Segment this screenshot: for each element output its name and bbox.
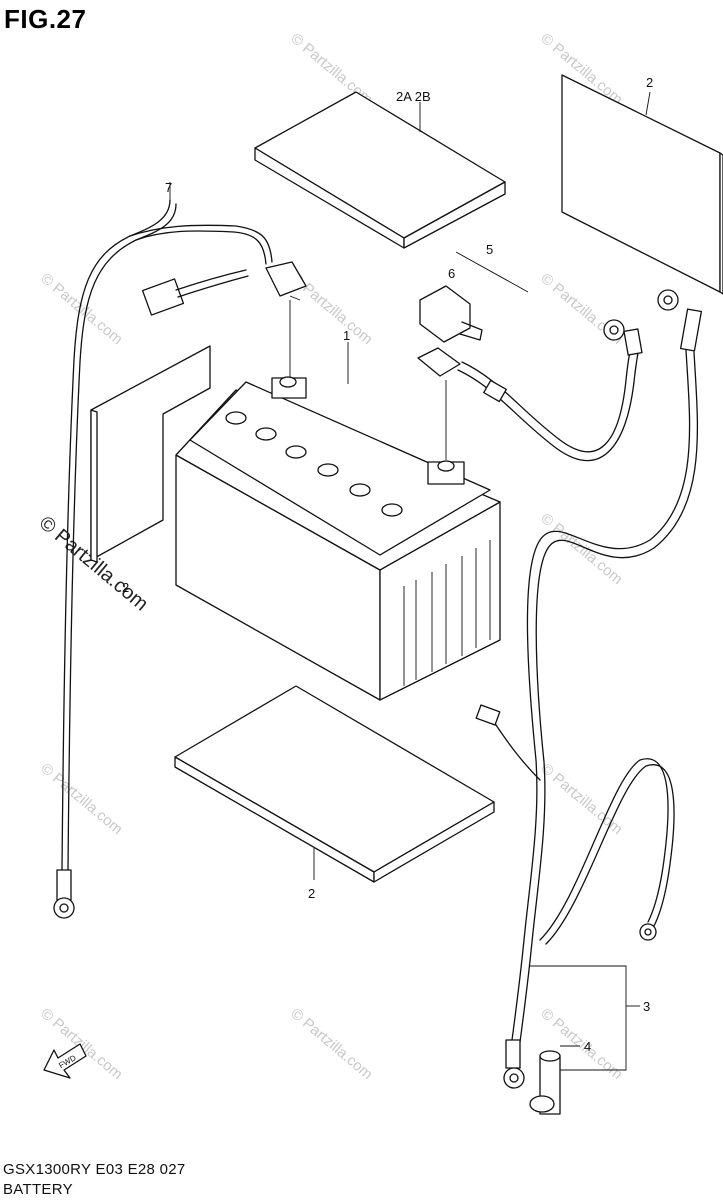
label-part-2-left: 2	[122, 580, 129, 595]
footer: GSX1300RY E03 E28 027 BATTERY	[3, 1160, 186, 1200]
pad-2-top-right	[561, 74, 723, 295]
label-part-5: 5	[486, 242, 493, 257]
pad-2-left	[90, 345, 211, 563]
label-part-1: 1	[343, 328, 350, 343]
forward-arrow-icon: FWD	[43, 1043, 87, 1079]
watermark: © Partzilla.com	[537, 510, 625, 588]
label-part-3: 3	[643, 999, 650, 1014]
watermark: © Partzilla.com	[287, 1005, 375, 1083]
figure-title: FIG.27	[4, 4, 87, 34]
pad-2a-2b	[254, 91, 506, 249]
model-line: GSX1300RY E03 E28 027	[3, 1161, 186, 1178]
battery	[175, 300, 501, 701]
pad-2-bottom	[174, 685, 495, 883]
label-part-2-top: 2	[646, 75, 653, 90]
label-part-2a-2b: 2A 2B	[396, 89, 431, 104]
watermark: © Partzilla.com	[537, 760, 625, 838]
cable-part-5	[417, 251, 643, 461]
section-name: BATTERY	[3, 1181, 73, 1198]
cable-part-7	[53, 182, 307, 919]
label-part-4: 4	[584, 1039, 591, 1054]
cable-part-3	[475, 289, 703, 1115]
label-part-7: 7	[165, 180, 172, 195]
label-part-2-bottom: 2	[308, 886, 315, 901]
label-part-6: 6	[448, 266, 455, 281]
watermark: © Partzilla.com	[37, 760, 125, 838]
